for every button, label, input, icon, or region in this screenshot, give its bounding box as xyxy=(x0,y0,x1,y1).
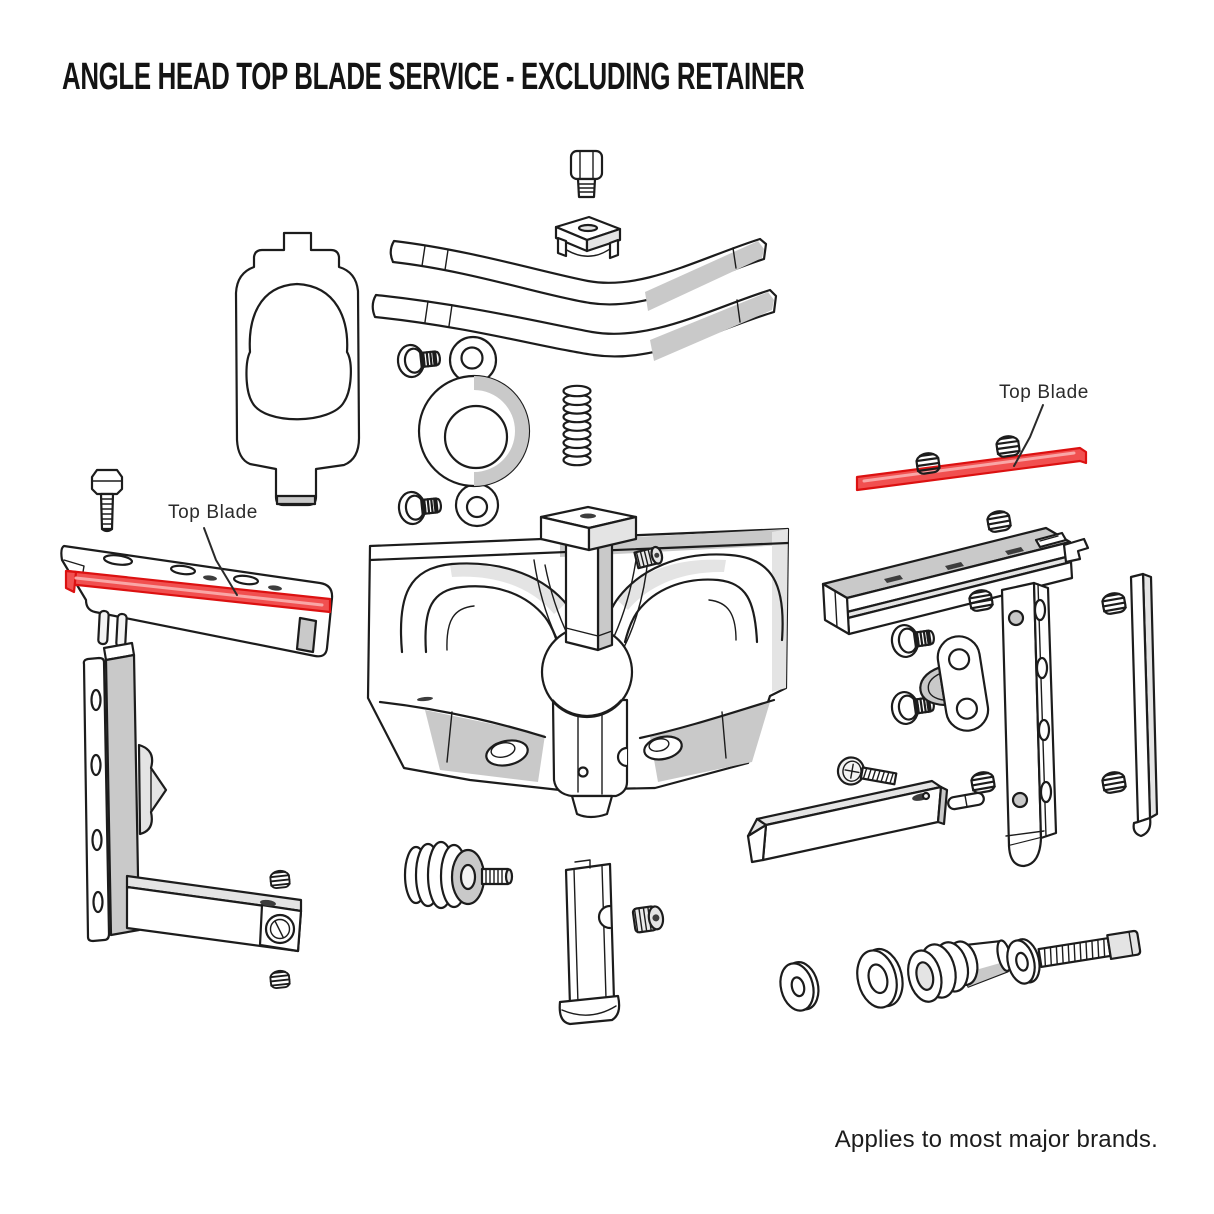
pivot-bracket xyxy=(919,635,990,732)
left-blade-holder-rail xyxy=(60,544,334,658)
left-top-blade xyxy=(64,569,332,614)
pivot-pin xyxy=(947,791,985,811)
left-rail-assembly xyxy=(82,641,303,953)
right-label-leader xyxy=(1013,404,1044,467)
blade-set-screw-b xyxy=(994,433,1022,459)
clamp-plate xyxy=(554,215,622,260)
dowel-pins xyxy=(97,609,128,649)
arm-flange-screw-upper xyxy=(888,620,938,660)
bushing-stack xyxy=(907,939,1013,1003)
footnote: Applies to most major brands. xyxy=(834,1126,1158,1153)
pivot-bar xyxy=(746,779,949,864)
hex-bolt xyxy=(90,468,124,533)
washer-large xyxy=(856,947,904,1009)
side-blade-strip xyxy=(1129,572,1159,838)
holder-set-screw xyxy=(985,508,1013,534)
rail-set-screw-lower xyxy=(268,969,292,990)
washer-small xyxy=(779,961,820,1012)
cam-cover xyxy=(417,335,531,528)
right-blade-label: Top Blade xyxy=(999,382,1089,403)
rail-set-screw-upper xyxy=(268,869,292,890)
page-title: ANGLE HEAD TOP BLADE SERVICE - EXCLUDING… xyxy=(62,56,805,98)
socket-head-bolt xyxy=(1037,929,1142,968)
left-label-leader xyxy=(203,527,238,596)
lower-lever-bar xyxy=(371,288,778,361)
phillips-screw xyxy=(836,756,898,786)
right-blade-holder-rail xyxy=(821,526,1090,636)
right-top-blade xyxy=(855,446,1088,492)
arm-set-screw-lower xyxy=(969,769,997,795)
strip-set-screw-lower xyxy=(1100,769,1128,795)
center-post-with-ball xyxy=(539,505,638,719)
washer-medium xyxy=(1006,938,1041,985)
body-tongue xyxy=(551,698,629,819)
strip-set-screw-upper xyxy=(1100,590,1128,616)
coil-spring xyxy=(562,384,592,467)
post-set-screw xyxy=(633,545,664,570)
guide-channel xyxy=(558,859,621,1026)
channel-set-screw xyxy=(631,905,665,934)
flange-screw-upper xyxy=(395,340,443,380)
upper-lever-bar xyxy=(389,237,768,311)
socket-cap-screw xyxy=(569,149,604,199)
gasket-plate xyxy=(234,231,361,507)
right-vertical-arm xyxy=(1000,581,1058,868)
clamp-knob xyxy=(403,840,514,910)
flange-screw-lower xyxy=(396,487,444,527)
left-blade-label: Top Blade xyxy=(168,502,258,523)
